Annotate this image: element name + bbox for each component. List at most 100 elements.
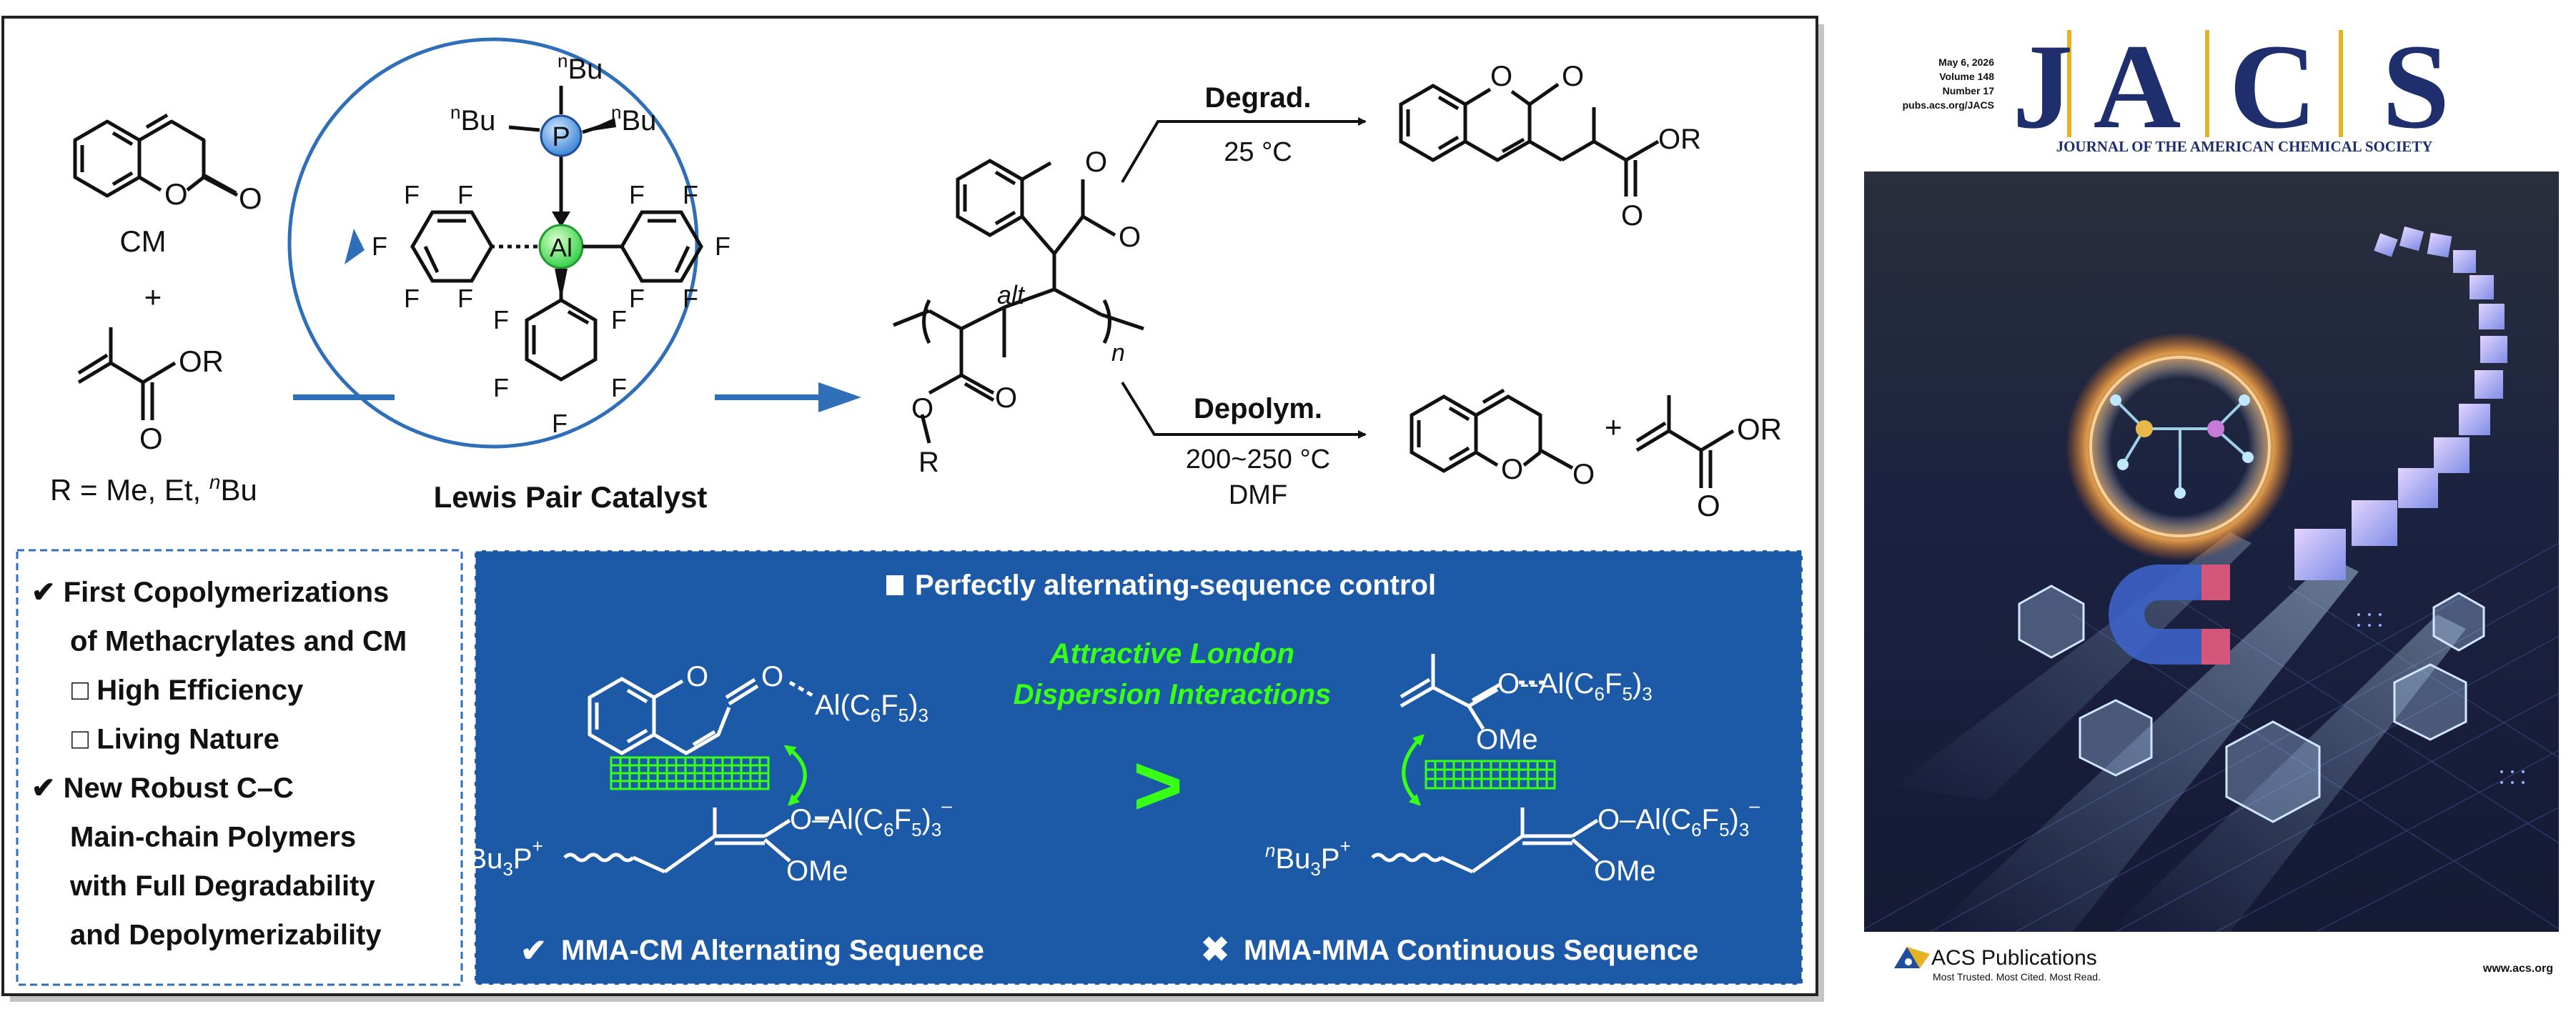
svg-text:F: F [683,284,698,313]
right-dispersion-mesh [1425,760,1556,790]
right-mma-ome: OMe [1476,724,1538,755]
right-enolate-o: O–Al(C6F5)3– [1597,795,1760,840]
svg-text:F: F [715,232,730,261]
coumarin-structure [73,113,239,198]
features-box [16,549,463,986]
left-enolate-o: O–Al(C6F5)3– [790,795,952,840]
feature-item: ✔ New Robust C–C [31,772,294,804]
dative-arrowhead [552,212,570,227]
cover-magnet [2109,565,2223,665]
phosphorus-label: P [552,122,570,152]
wedge-bond-bottom [555,269,568,300]
svg-text:F: F [404,180,420,209]
depolymerization-label: Depolym. [1194,393,1322,424]
cover-floating-hexagons [2018,585,2485,823]
left-dispersion-mesh [610,756,770,790]
reactant-ester-o: O [139,422,163,455]
degradation-product-carbonyl-o: O [1562,61,1584,92]
interaction-line-1: Attractive London [1049,638,1294,670]
svg-text:F: F [552,409,568,438]
coumarin-o-carbonyl: O [239,182,262,215]
cm-label: CM [119,224,166,258]
reactant-ester-or: OR [179,344,224,378]
right-mma-al [1400,654,1544,730]
svg-text:F: F [457,180,473,209]
degradation-product-ester-o: O [1621,200,1643,232]
right-phosphonium: nBu3P+ [1265,835,1351,880]
depolymerization-ester-o: O [1697,489,1720,522]
right-cross-icon: ✖ [1201,931,1229,969]
repeat-n: n [1111,339,1125,367]
feature-item: and Depolymerizability [70,920,382,951]
cover-url: pubs.acs.org/JACS [1903,99,1994,111]
wedge-bond-right [583,118,616,132]
svg-text:F: F [493,305,509,334]
depolymerization-coumarin-carbonyl-o: O [1572,459,1595,490]
feature-item: Main-chain Polymers [70,822,356,853]
polymer-ring-o: O [1085,146,1107,178]
degradation-product-structure [1399,82,1660,197]
acs-website: www.acs.org [2482,963,2553,975]
cover-date: May 6, 2026 [1938,56,1994,68]
acs-tagline: Most Trusted. Most Cited. Most Read. [1933,971,2101,983]
left-check-icon: ✔ [520,933,547,968]
depolymerization-plus: + [1605,410,1623,444]
depolymerization-or: OR [1737,412,1782,446]
polymer-ester-o1: O [995,382,1017,414]
svg-text:F: F [404,284,420,313]
svg-text:F: F [611,305,627,334]
cover-magnet-pole-bottom [2201,629,2230,665]
catalyst-cycle-arrowhead [345,229,365,264]
left-phosphonium: nBu3P+ [457,835,543,880]
svg-text:F: F [629,284,645,313]
svg-text:F: F [493,373,509,402]
depolymerization-coumarin [1410,388,1574,473]
acs-logo-icon [1894,947,1930,968]
interaction-line-2: Dispersion Interactions [1014,679,1332,710]
left-ome: OMe [786,855,848,887]
depolymerization-solvent: DMF [1229,480,1287,510]
mechanism-panel [473,549,1804,986]
jacs-masthead: J A C S [2013,19,2450,154]
cover-molecule [2110,394,2254,499]
masthead-letter-c: C [2229,19,2317,154]
degradation-product-ring-o: O [1490,61,1512,92]
check-icon: ✔ [31,577,64,608]
degradation-product-or: OR [1658,124,1701,155]
svg-text:F: F [372,232,387,261]
cover-catalyst-sphere [2089,356,2271,537]
comparison-symbol: > [1133,737,1183,833]
p-bu-left: nBu [450,101,495,136]
alt-label: alt [997,280,1026,309]
bullet-square-icon: □ [71,675,96,706]
polymer-carbonyl-o: O [1119,222,1141,253]
depolymerization-arrow [1121,381,1367,439]
bullet-square-icon: □ [71,724,96,755]
svg-text:F: F [611,373,627,402]
cover-cube-chain [2294,226,2507,580]
left-green-arrow-back [783,745,807,805]
journal-cover: May 6, 2026 Volume 148 Number 17 pubs.ac… [1858,19,2563,999]
aluminum-label: Al [550,233,573,262]
feature-item: □ High Efficiency [71,675,304,706]
plus-sign: + [144,280,162,314]
right-enolate [1371,807,1599,874]
svg-text:F: F [629,180,645,209]
cover-volume: Volume 148 [1939,71,1994,82]
cover-magnet-pole-top [2201,565,2230,600]
p-bu-right: nBu [611,101,656,136]
mechanism-header: Perfectly alternating-sequence control [915,570,1436,601]
right-sequence-label: MMA-MMA Continuous Sequence [1244,935,1698,966]
polymer-ester-o2: O [911,393,933,424]
feature-item: of Methacrylates and CM [70,626,407,657]
methacrylate-structure [77,327,177,420]
depolymerization-conditions: 200~250 °C [1186,444,1330,474]
svg-text:F: F [683,180,698,209]
c6f5-ring-left [410,210,538,283]
masthead-letter-s: S [2382,19,2450,154]
p-bu-top: nBu [558,50,603,85]
svg-text:F: F [457,284,473,313]
masthead-letter-j: J [2013,19,2074,154]
left-coumarin-al [588,677,816,755]
